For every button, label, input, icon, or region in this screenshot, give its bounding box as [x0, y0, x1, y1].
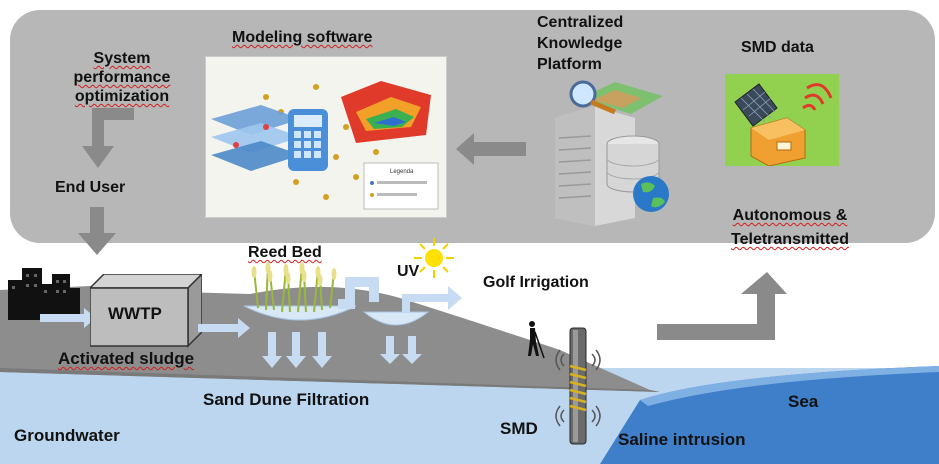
- golf-irrigation-label: Golf Irrigation: [483, 274, 589, 291]
- saline-intrusion-label: Saline intrusion: [618, 430, 746, 449]
- server-database-icon: [555, 80, 669, 226]
- city-buildings-icon: [8, 268, 80, 320]
- sea-label: Sea: [788, 392, 819, 411]
- legend-text: Legenda: [390, 169, 414, 175]
- arrow-down-icon: [82, 108, 134, 168]
- flow-arrow-icon: [198, 318, 250, 338]
- arrow-up-icon: [657, 272, 787, 340]
- smd-data-label: SMD data: [741, 39, 814, 56]
- arrow-down-icon: [78, 207, 116, 255]
- system-performance-label: System performance optimization: [73, 50, 171, 105]
- wwtp-label: WWTP: [108, 304, 162, 323]
- autonomous-teletransmitted-label: Autonomous & Teletransmitted: [731, 207, 849, 248]
- modeling-software-label: Modeling software: [232, 29, 373, 46]
- smd-device-image: [725, 74, 839, 167]
- reed-bed-label: Reed Bed: [248, 244, 322, 261]
- smd-probe-icon: [555, 327, 601, 445]
- modeling-software-image: Legenda: [205, 56, 447, 218]
- groundwater-label: Groundwater: [14, 426, 120, 445]
- arrow-left-icon: [456, 133, 526, 165]
- activated-sludge-label: Activated sludge: [58, 349, 195, 368]
- wwtp-box: [90, 274, 202, 348]
- pipe-flow-icon: [338, 277, 462, 326]
- flow-arrow-icon: [40, 308, 96, 328]
- end-user-label: End User: [55, 179, 126, 196]
- uv-label: UV: [397, 263, 420, 280]
- centralized-platform-label: Centralized Knowledge Platform: [537, 14, 624, 73]
- infiltration-arrows-icon: [262, 332, 422, 368]
- sand-dune-filtration-label: Sand Dune Filtration: [203, 390, 370, 409]
- sun-icon: [414, 238, 454, 278]
- reed-bed-icon: [243, 262, 357, 321]
- golfer-icon: [528, 321, 545, 359]
- smd-label: SMD: [500, 419, 538, 438]
